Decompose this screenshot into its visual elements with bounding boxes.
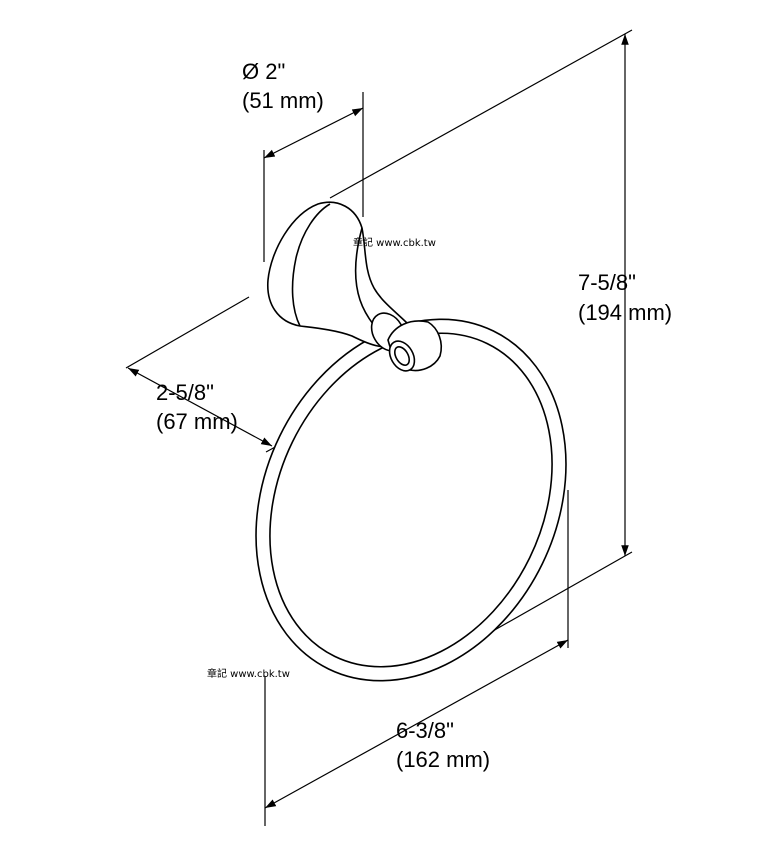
diameter-dimension-line <box>263 107 364 159</box>
diameter-dimension <box>263 92 364 262</box>
depth-extension-back <box>125 296 250 369</box>
watermark-lower: 章記 www.cbk.tw <box>207 667 290 680</box>
height-imperial-label: 7-5/8" <box>578 270 636 295</box>
escutcheon-face-edge <box>291 203 331 327</box>
height-metric-label: (194 mm) <box>578 300 672 325</box>
ring-holder-bore <box>393 346 411 366</box>
width-metric-label: (162 mm) <box>396 747 490 772</box>
depth-dimension-line <box>127 367 273 447</box>
width-imperial-label: 6-3/8" <box>396 718 454 743</box>
wall-mount <box>267 201 443 372</box>
depth-metric-label: (67 mm) <box>156 409 238 434</box>
depth-imperial-label: 2-5/8" <box>156 380 214 405</box>
height-dimension <box>329 29 633 637</box>
ring-inner-edge <box>269 332 553 668</box>
diameter-metric-label: (51 mm) <box>242 88 324 113</box>
height-extension-top <box>329 29 633 199</box>
width-dimension-line <box>264 639 569 809</box>
width-dimension <box>264 490 569 826</box>
diameter-imperial-label: Ø 2" <box>242 59 285 84</box>
height-extension-bottom <box>483 551 633 637</box>
towel-ring <box>255 318 567 682</box>
watermark-upper: 章記 www.cbk.tw <box>353 236 436 249</box>
